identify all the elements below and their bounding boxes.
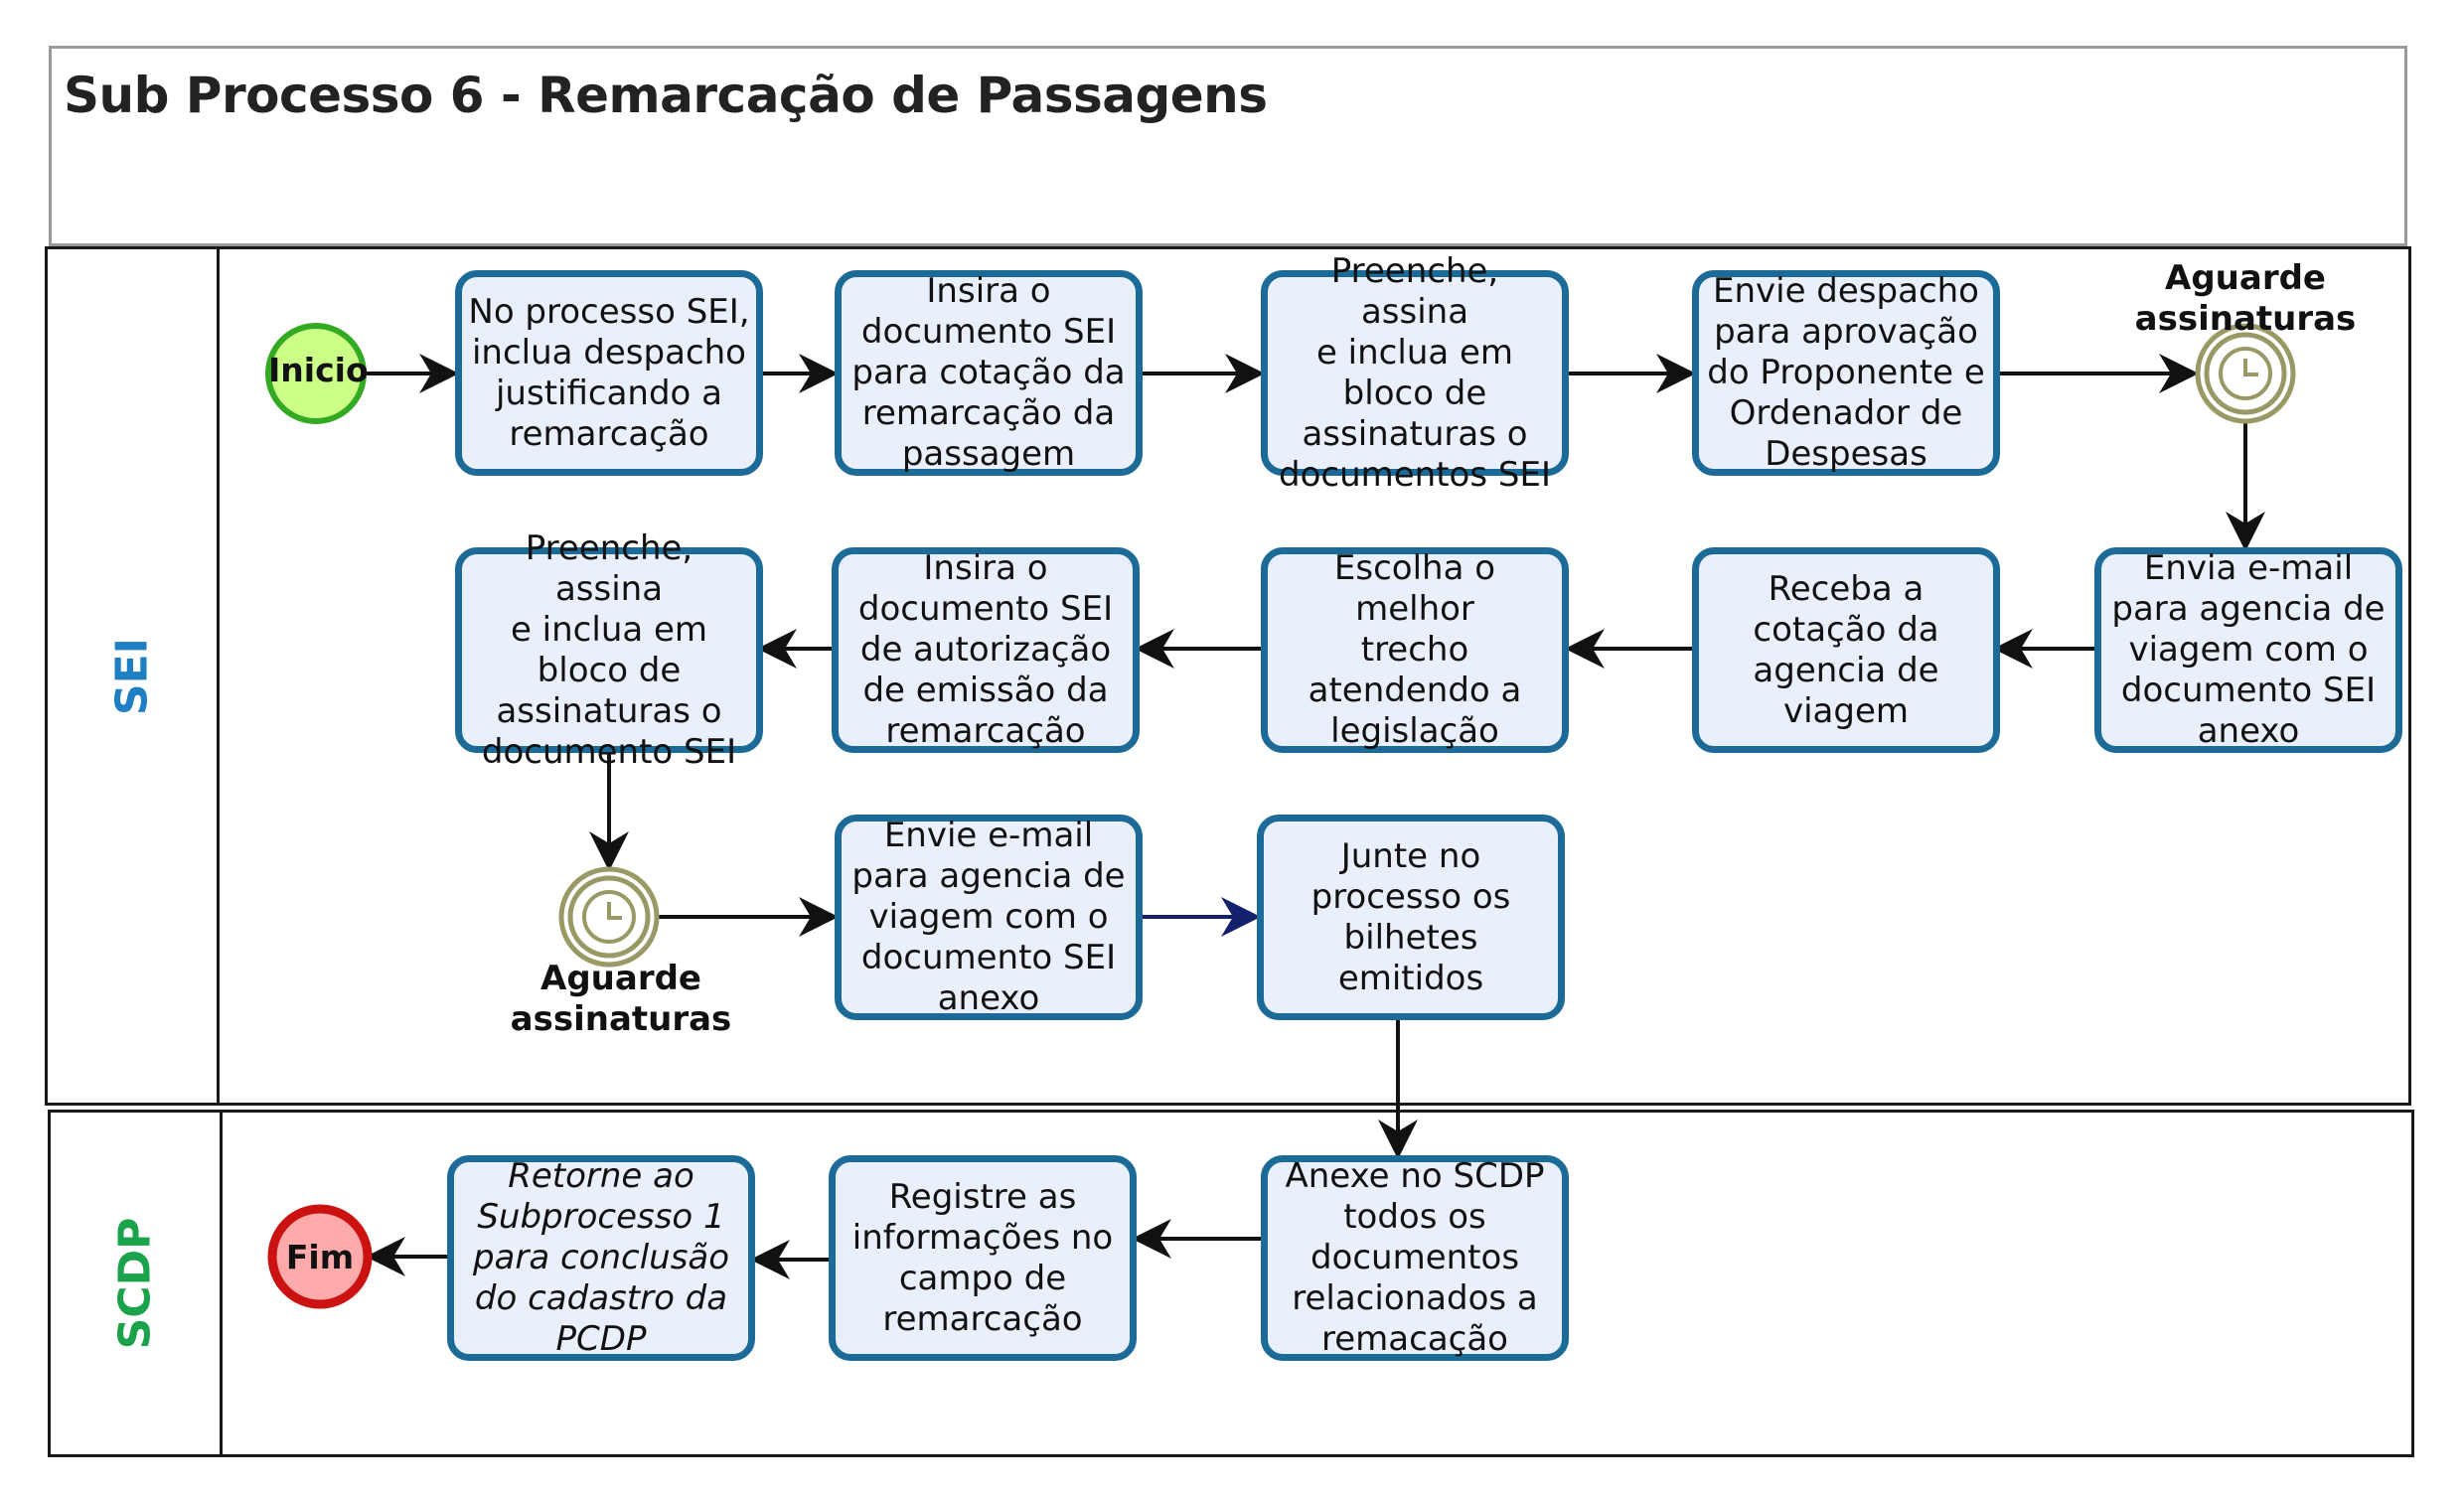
task-enviar-despacho-aprovacao[interactable]: Envie despacho para aprovação do Propone…: [1692, 270, 2000, 476]
lane-header-scdp: SCDP: [51, 1113, 223, 1454]
task-label: Insira o documento SEI de autorização de…: [857, 548, 1114, 751]
task-inserir-documento-cotacao[interactable]: Insira o documento SEI para cotação da r…: [835, 270, 1143, 476]
start-event: [265, 323, 367, 424]
task-label: Junte no processo os bilhetes emitidos: [1310, 835, 1511, 998]
task-label: Registre as informações no campo de rema…: [851, 1176, 1114, 1339]
task-assinar-documentos[interactable]: Preenche, assina e inclua em bloco de as…: [1261, 251, 1569, 495]
task-label: Preenche, assina e inclua em bloco de as…: [481, 527, 737, 772]
diagram-title: Sub Processo 6 - Remarcação de Passagens: [64, 67, 1268, 124]
task-label: Envia e-mail para agencia de viagem com …: [2111, 548, 2386, 751]
wait2-label: Aguarde assinaturas: [510, 959, 732, 1039]
task-receber-cotacao[interactable]: Receba a cotação da agencia de viagem: [1692, 547, 2000, 753]
wait1-label: Aguarde assinaturas: [2134, 258, 2357, 339]
pool-scdp: SCDP: [48, 1110, 2414, 1457]
task-incluir-despacho[interactable]: No processo SEI, inclua despacho justifi…: [455, 270, 763, 476]
end-event-label: Fim: [285, 1238, 355, 1276]
title-box: Sub Processo 6 - Remarcação de Passagens: [49, 46, 2407, 246]
task-label: Anexe no SCDP todos os documentos relaci…: [1285, 1156, 1545, 1359]
task-inserir-documento-autorizacao[interactable]: Insira o documento SEI de autorização de…: [832, 547, 1140, 753]
timer-icon: [558, 866, 660, 968]
task-escolher-trecho[interactable]: Escolha o melhor trecho atendendo a legi…: [1261, 547, 1569, 753]
task-label: Retorne ao Subprocesso 1 para conclusão …: [472, 1156, 730, 1359]
task-label: Receba a cotação da agencia de viagem: [1753, 568, 1939, 731]
task-enviar-email-agencia[interactable]: Envia e-mail para agencia de viagem com …: [2094, 547, 2402, 753]
task-label: Preenche, assina e inclua em bloco de as…: [1279, 250, 1551, 495]
end-event: [267, 1204, 373, 1309]
task-registrar-informacoes[interactable]: Registre as informações no campo de rema…: [829, 1155, 1137, 1361]
timer-icon: [2195, 323, 2296, 424]
task-label: Insira o documento SEI para cotação da r…: [851, 271, 1126, 474]
task-enviar-email-agencia-anexo[interactable]: Envie e-mail para agencia de viagem com …: [835, 815, 1143, 1020]
task-label: Envie e-mail para agencia de viagem com …: [851, 816, 1126, 1018]
task-anexar-scdp[interactable]: Anexe no SCDP todos os documentos relaci…: [1261, 1155, 1569, 1361]
task-label: Envie despacho para aprovação do Propone…: [1707, 271, 1985, 474]
task-label: Escolha o melhor trecho atendendo a legi…: [1308, 548, 1522, 751]
task-retornar-subprocesso[interactable]: Retorne ao Subprocesso 1 para conclusão …: [447, 1155, 755, 1361]
task-label: No processo SEI, inclua despacho justifi…: [468, 291, 750, 454]
task-juntar-bilhetes[interactable]: Junte no processo os bilhetes emitidos: [1257, 815, 1565, 1020]
start-event-label: Inicio: [268, 351, 369, 389]
task-assinar-documento[interactable]: Preenche, assina e inclua em bloco de as…: [455, 528, 763, 772]
lane-header-sei: SEI: [48, 249, 220, 1103]
